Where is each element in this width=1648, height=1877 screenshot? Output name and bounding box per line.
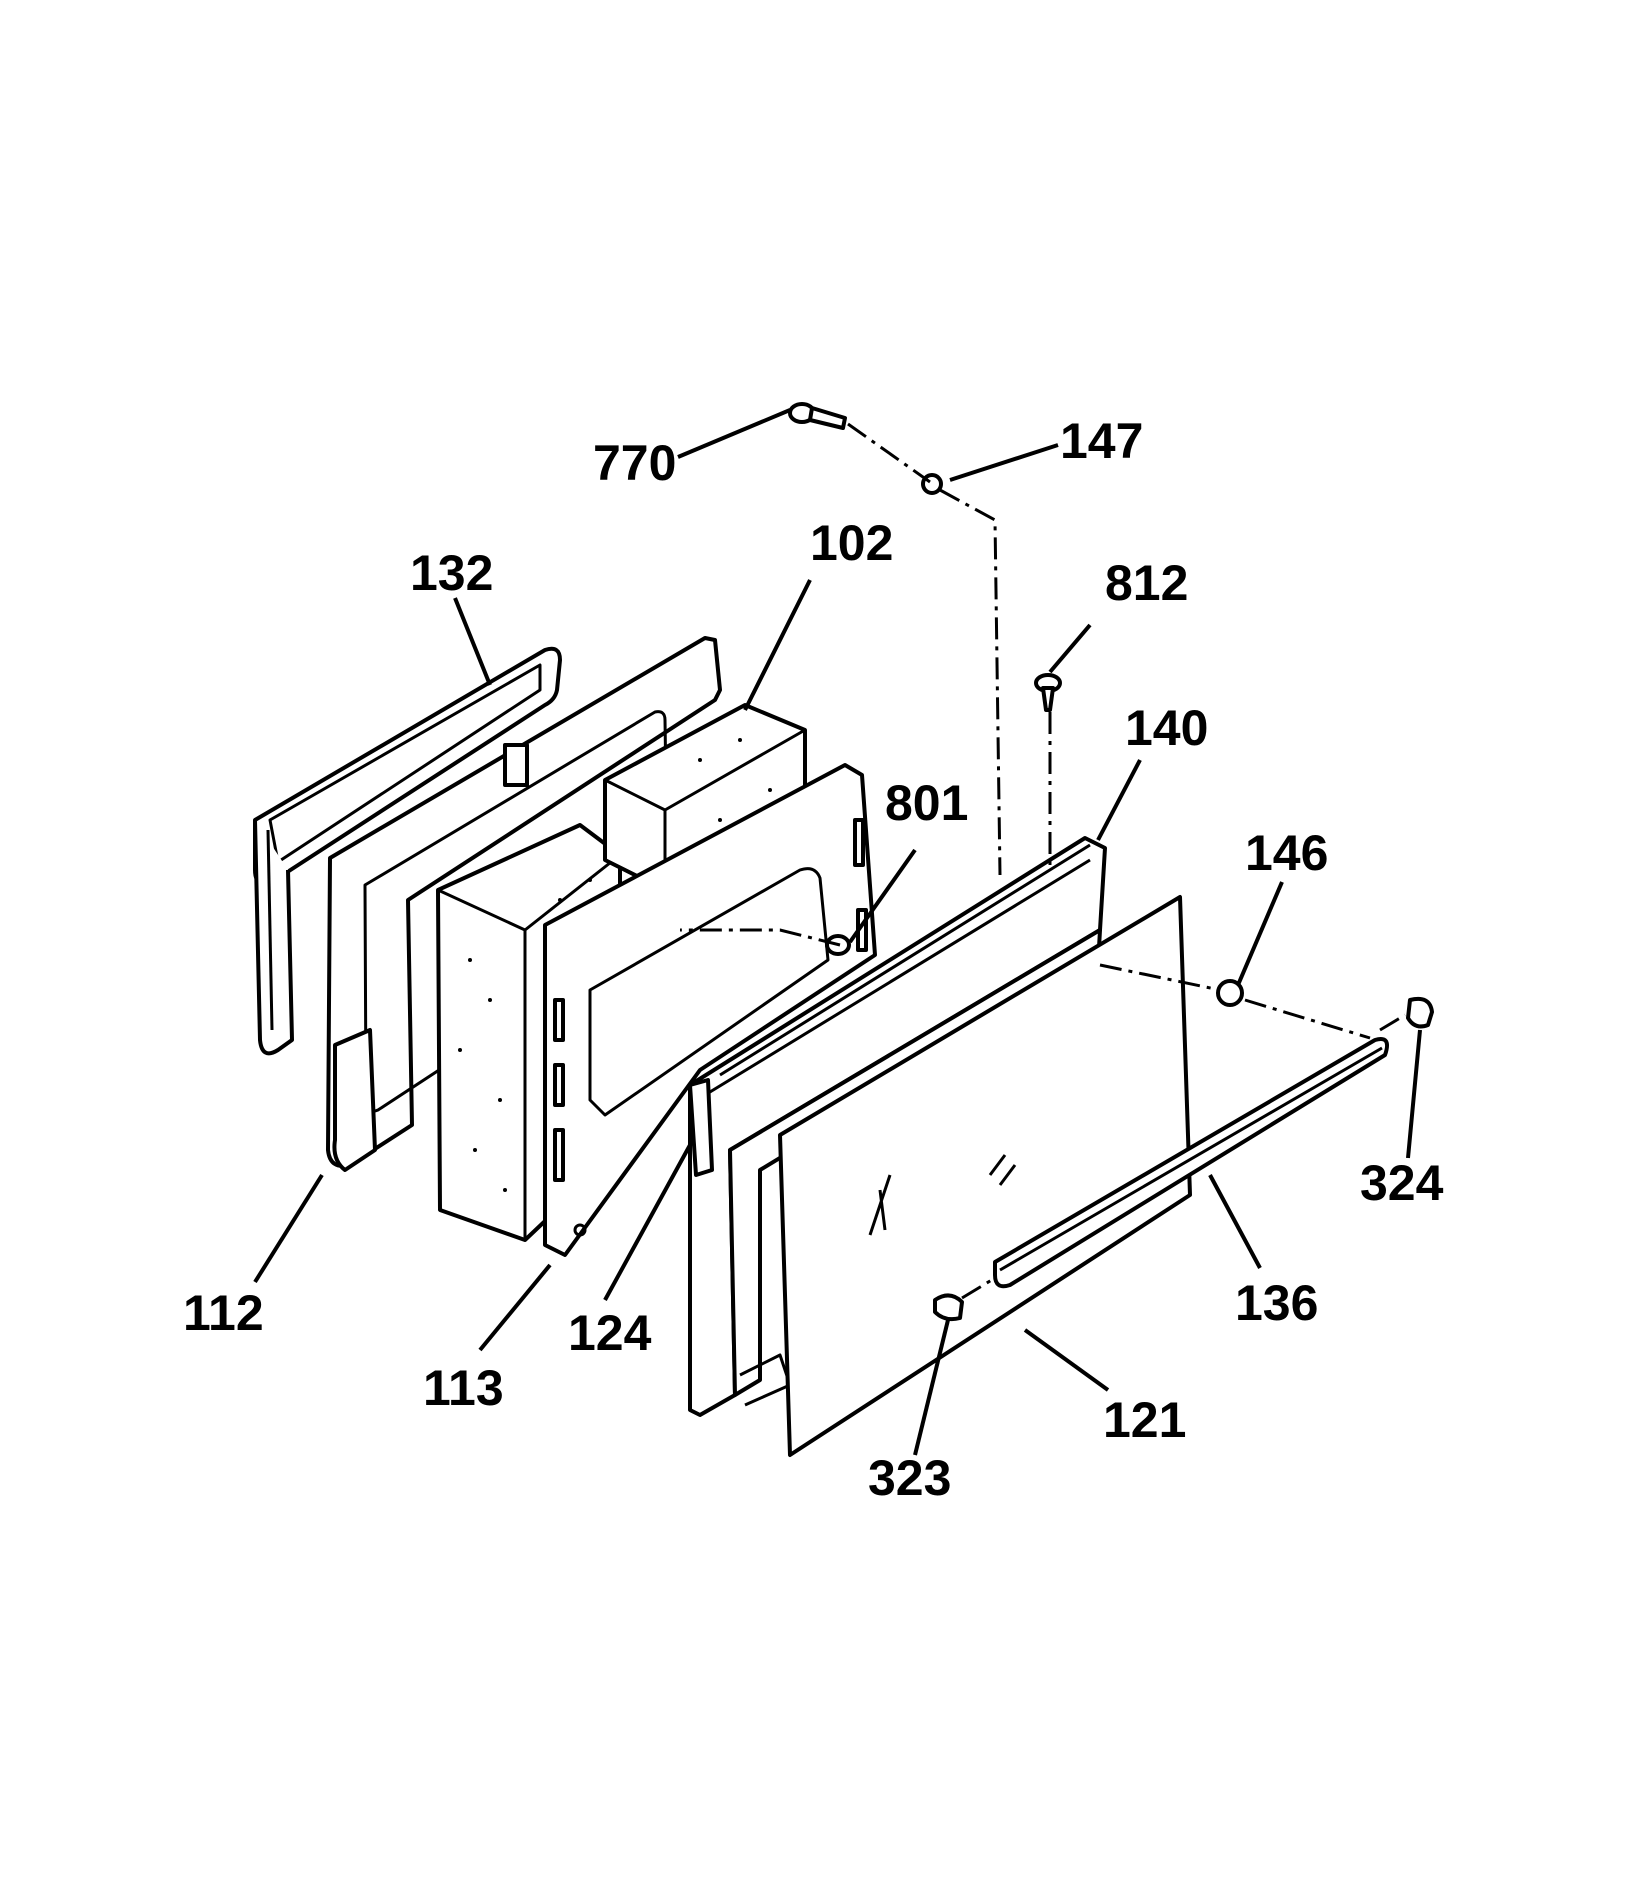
part-number-labels: 770 147 132 102 812 140 801 146 324 136 … xyxy=(183,413,1444,1506)
label-124: 124 xyxy=(568,1305,652,1361)
label-801: 801 xyxy=(885,775,968,831)
label-770: 770 xyxy=(593,435,676,491)
door-glass-part xyxy=(778,895,1192,1457)
alignment-lines xyxy=(680,422,1406,1300)
label-132: 132 xyxy=(410,545,493,601)
label-112: 112 xyxy=(183,1285,264,1341)
label-146: 146 xyxy=(1245,825,1328,881)
fastener-parts xyxy=(788,402,1434,1322)
label-323: 323 xyxy=(868,1450,951,1506)
insulation-texture xyxy=(458,738,772,1192)
end-cap-323 xyxy=(933,1293,964,1322)
label-136: 136 xyxy=(1235,1275,1318,1331)
door-gasket-part xyxy=(253,646,562,1056)
label-812: 812 xyxy=(1105,555,1188,611)
door-handle-part xyxy=(993,1037,1389,1289)
label-102: 102 xyxy=(810,515,893,571)
label-113: 113 xyxy=(423,1360,504,1416)
end-cap-146 xyxy=(1216,979,1244,1007)
end-cap-324 xyxy=(1406,996,1434,1029)
label-147: 147 xyxy=(1060,413,1143,469)
inner-door-liner-part xyxy=(543,763,877,1257)
leader-lines xyxy=(253,408,1422,1456)
label-121: 121 xyxy=(1103,1392,1186,1448)
label-140: 140 xyxy=(1125,700,1208,756)
label-324: 324 xyxy=(1360,1155,1444,1211)
outer-door-frame-part xyxy=(326,636,722,1172)
